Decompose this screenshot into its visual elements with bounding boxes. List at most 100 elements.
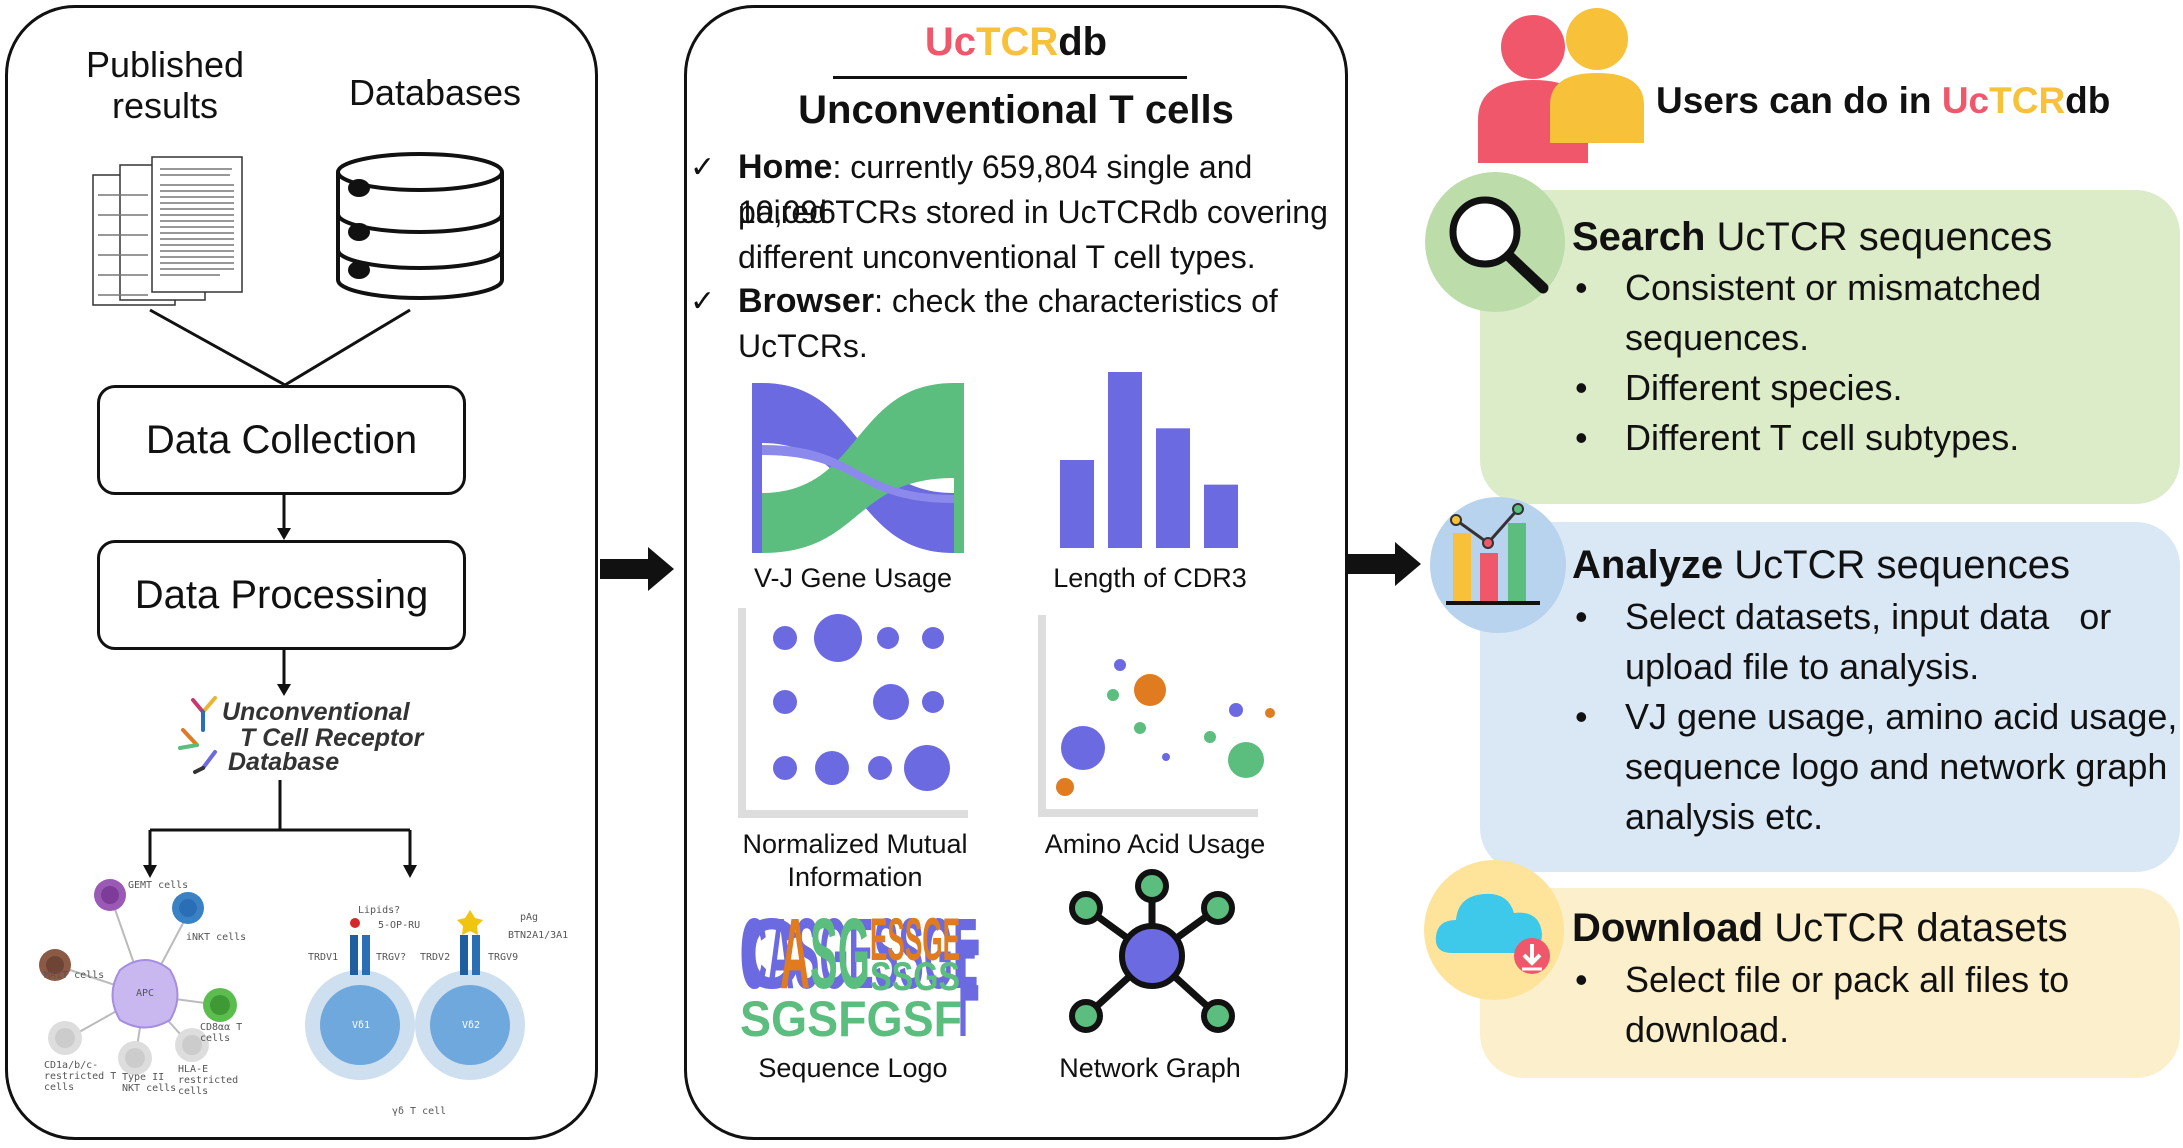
cdr3-bar-2 (1108, 372, 1142, 548)
arrow-middle-to-right (1347, 542, 1421, 586)
svg-text:CASGESSGE: CASGESSGE (740, 898, 978, 1010)
search-bullet-3: Different T cell subtypes. (1625, 417, 2020, 458)
bullet-marker: • (1575, 367, 1588, 408)
trgv-q-label: TRGV? (376, 952, 407, 963)
arrow-left-to-middle (600, 547, 674, 591)
bullet-marker: • (1575, 959, 1588, 1000)
browser-label: Browser (738, 282, 875, 320)
analyze-title-bold: Analyze (1572, 543, 1724, 587)
download-card-title: Download UcTCR datasets (1572, 906, 2068, 951)
download-title-bold: Download (1572, 906, 1764, 950)
svg-text:SSGS: SSGS (870, 955, 960, 999)
header-uc: Uc (1941, 80, 1990, 121)
logo-text-line2: T Cell Receptor (240, 724, 424, 752)
bullet-marker: • (1575, 417, 1588, 458)
search-bullet-2: Different species. (1625, 367, 1903, 408)
bullet-marker: • (1575, 696, 1588, 737)
home-text-line2: paired TCRs stored in UcTCRdb covering (738, 194, 1328, 230)
logo-text-line3: Database (228, 748, 340, 776)
published-results-label: Published results (85, 44, 245, 127)
download-bullet-1: Select file or pack all files to downloa… (1625, 959, 2070, 1050)
search-card-title: Search UcTCR sequences (1572, 215, 2052, 260)
analyze-bullet-1: Select datasets, input data or upload fi… (1625, 596, 2112, 687)
gd-label: γδ T cell (392, 1106, 447, 1117)
uctcrdb-title: UcTCRdb (684, 20, 1348, 65)
logo-text-line1: Unconventional (222, 698, 410, 726)
analyze-card-title: Analyze UcTCR sequences (1572, 543, 2070, 588)
svg-text:A: A (780, 898, 810, 1010)
apc-label: APC (136, 988, 155, 999)
uctcrdb-logo-icon (178, 696, 217, 774)
analyze-bullet-2: VJ gene usage, amino acid usage, sequenc… (1625, 696, 2178, 837)
sequence-logo-label: Sequence Logo (758, 1053, 948, 1083)
apc-cell-illustration (39, 879, 237, 1075)
unconventional-t-cells-panel (684, 5, 1348, 1140)
svg-text:SGSFGSF: SGSFGSF (740, 991, 962, 1047)
trdv1-label: TRDV1 (308, 952, 339, 963)
data-collection-box: Data Collection (97, 385, 466, 495)
pag-label: pAg (520, 912, 539, 923)
vj-gene-usage-chart (752, 383, 964, 553)
header-prefix: Users can do in (1656, 80, 1942, 121)
header-tcr: TCR (1989, 80, 2066, 121)
network-graph-chart (1069, 869, 1235, 1033)
pipeline-connectors (143, 308, 417, 878)
btn-label: BTN2A1/3A1 (508, 930, 569, 941)
users-header: Users can do in UcTCRdb (1656, 80, 2110, 122)
title-uc: Uc (924, 20, 977, 64)
trgv9-label: TRGV9 (488, 952, 519, 963)
svg-text:F: F (958, 909, 980, 1066)
amino-acid-usage-label: Amino Acid Usage (1044, 829, 1266, 859)
trdv2-label: TRDV2 (420, 952, 451, 963)
browser-text: : check the characteristics of (874, 283, 1278, 319)
sequence-logo-chart: CASGESSGE C A SG ESSGE SSGS SGSFGSF F (740, 898, 980, 1066)
download-title-rest: UcTCR datasets (1763, 906, 2068, 950)
vj-gene-usage-label: V-J Gene Usage (753, 563, 953, 593)
analyze-title-rest: UcTCR sequences (1723, 543, 2070, 587)
analyze-chart-icon (1430, 497, 1566, 633)
cdr3-length-label: Length of CDR3 (1053, 563, 1247, 593)
analyze-card (1480, 522, 2180, 872)
home-text-line3: different unconventional T cell types. (738, 239, 1256, 275)
cd8aa-label: CD8αα T cells (200, 1022, 243, 1044)
op-ru-label: 5-OP-RU (378, 920, 421, 931)
vd1-label: Vδ1 (352, 1020, 371, 1031)
title-tcr: TCR (976, 20, 1059, 64)
gemt-label: GEMT cells (128, 880, 189, 891)
nmi-label: Normalized Mutual Information (742, 829, 968, 892)
database-icon (336, 152, 504, 300)
home-description: Home: currently 659,804 single and 10,09… (738, 145, 1348, 235)
bullet-marker: • (1575, 267, 1588, 308)
search-bullet-1: Consistent or mismatched sequences. (1625, 267, 2042, 358)
lipids-label: Lipids? (358, 905, 401, 916)
browser-description: Browser: check the characteristics of (738, 279, 1278, 324)
search-card (1480, 190, 2180, 504)
vd2-label: Vδ2 (462, 1020, 481, 1031)
check-icon-home: ✓ (690, 151, 716, 184)
cdr3-bar-3 (1156, 428, 1190, 548)
hlae-label: HLA-E restricted cells (178, 1064, 239, 1097)
header-db: db (2065, 80, 2111, 121)
inkt-label: iNKT cells (186, 932, 247, 943)
browser-text-line2: UcTCRs. (738, 328, 868, 364)
home-label: Home (738, 148, 833, 186)
users-icon (1478, 8, 1644, 163)
cdr3-length-chart (1060, 372, 1238, 548)
svg-text:C: C (740, 898, 800, 1010)
home-text: : currently 659,804 single and 10,096 (738, 149, 1253, 230)
cd1-label: CD1a/b/c-restricted T cells (44, 1060, 117, 1093)
bullet-marker: • (1575, 596, 1588, 637)
mait-label: MAIT cells (44, 970, 105, 981)
search-icon (1425, 172, 1565, 312)
amino-acid-usage-chart (1038, 615, 1275, 817)
databases-label: Databases (348, 72, 522, 113)
download-card (1480, 888, 2180, 1078)
title-db: db (1058, 20, 1108, 64)
nmi-bubble-chart (738, 608, 968, 818)
search-title-rest: UcTCR sequences (1705, 215, 2053, 259)
type2-label: Type II NKT cells (122, 1072, 177, 1094)
document-stack-icon (92, 156, 243, 306)
data-processing-box: Data Processing (97, 540, 466, 650)
svg-text:ESSGE: ESSGE (870, 906, 960, 973)
middle-subtitle: Unconventional T cells (798, 88, 1234, 132)
